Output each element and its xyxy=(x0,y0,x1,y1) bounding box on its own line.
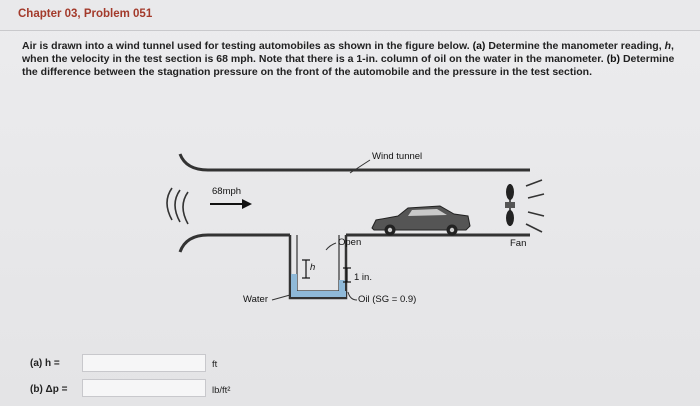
problem-text-3: , when the velocity in the test section … xyxy=(22,40,674,66)
water-label: Water xyxy=(243,294,268,305)
oil-leader xyxy=(347,291,358,301)
answer-a-label: (a) h = xyxy=(30,358,60,369)
h-label: h xyxy=(310,262,316,273)
answer-b-input[interactable] xyxy=(82,379,206,397)
oil-height-label: 1 in. xyxy=(354,272,372,283)
header-bar: Chapter 03, Problem 051 xyxy=(0,0,700,31)
water-leader xyxy=(271,294,291,301)
open-leader xyxy=(325,242,337,251)
variable-h: h xyxy=(664,40,671,52)
water-fill-right xyxy=(339,280,345,297)
inlet-air-arrows xyxy=(166,187,189,225)
fan-icon xyxy=(505,184,515,226)
part-b-tag: (b) xyxy=(606,53,621,66)
tunnel-lower-wall-left xyxy=(178,233,290,253)
problem-text-1: Air is drawn into a wind tunnel used for… xyxy=(22,40,470,52)
outlet-air-arrows xyxy=(525,179,545,233)
figure-drawing xyxy=(166,153,545,301)
speed-label: 68mph xyxy=(212,186,242,197)
problem-text-4: Determine the difference between the sta… xyxy=(22,53,675,79)
wind-tunnel-label: Wind tunnel xyxy=(372,151,423,162)
fan-label: Fan xyxy=(510,238,527,249)
answer-b-unit: lb/ft² xyxy=(212,385,231,396)
page-title: Chapter 03, Problem 051 xyxy=(18,8,153,20)
car-icon xyxy=(371,205,471,236)
answer-a-unit: ft xyxy=(212,359,218,370)
water-fill-bottom xyxy=(291,291,346,297)
answer-b-label: (b) Δp = xyxy=(30,384,68,395)
wind-tunnel-figure: Wind tunnel 68mph Open Fan Water h 1 in.… xyxy=(150,140,570,320)
part-a-tag: (a) xyxy=(472,40,486,52)
open-label: Open xyxy=(338,237,362,248)
wind-tunnel-leader xyxy=(349,159,371,174)
water-fill xyxy=(291,274,297,297)
problem-statement: Air is drawn into a wind tunnel used for… xyxy=(22,40,692,80)
speed-arrow-head xyxy=(242,199,252,209)
manometer-tube xyxy=(288,235,348,300)
manometer-inner xyxy=(296,235,340,292)
answer-a-input[interactable] xyxy=(82,354,206,372)
tunnel-upper-wall xyxy=(178,153,530,172)
problem-text-2: Determine the manometer reading, xyxy=(488,40,662,52)
oil-label: Oil (SG = 0.9) xyxy=(358,294,417,305)
